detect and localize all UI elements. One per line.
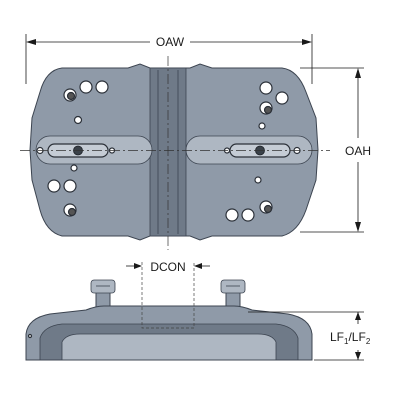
hole [63, 179, 77, 193]
hole [263, 204, 273, 214]
hole [263, 105, 273, 115]
hole [241, 208, 255, 222]
hole [95, 80, 109, 94]
stud-right [220, 279, 246, 309]
hole [47, 179, 61, 193]
stud-left [90, 279, 116, 309]
hole [259, 81, 273, 95]
oaw-label: OAW [156, 35, 185, 49]
hole [66, 91, 76, 101]
dcon-label: DCON [150, 260, 185, 274]
oah-label: OAH [345, 144, 371, 158]
hole [73, 115, 83, 125]
oaw-dimension: OAW [25, 34, 313, 84]
lf-label: LF1/LF2 [330, 330, 371, 346]
dcon-dimension: DCON [126, 260, 210, 274]
hole [258, 122, 266, 130]
side-view [25, 262, 313, 361]
hole [275, 91, 289, 105]
hole [79, 80, 93, 94]
dcon-hidden-outline [141, 262, 195, 329]
oah-dimension: OAH [300, 67, 371, 233]
hole [67, 207, 77, 217]
hole [225, 208, 239, 222]
hole [254, 176, 262, 184]
hole [70, 164, 78, 172]
lf-dimension: LF1/LF2 [248, 311, 371, 361]
top-view [20, 56, 330, 250]
